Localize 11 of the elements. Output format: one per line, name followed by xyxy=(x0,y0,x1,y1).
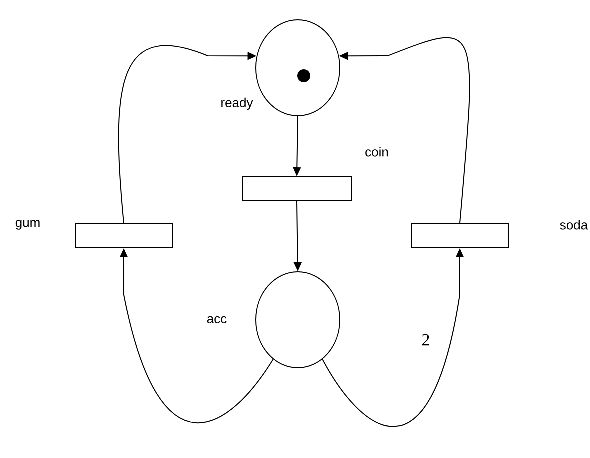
transition-bar xyxy=(242,176,352,202)
place-circle xyxy=(256,20,340,116)
node-label: gum xyxy=(16,220,40,230)
arc-weight: 2 xyxy=(420,333,432,347)
node-label: ready xyxy=(222,98,254,110)
node-label: coin xyxy=(366,147,388,157)
place-circle xyxy=(256,272,340,368)
node-label: soda xyxy=(560,220,588,230)
transition-bar xyxy=(75,224,173,248)
node-label: acc xyxy=(207,316,227,324)
transition-bar xyxy=(411,224,509,248)
